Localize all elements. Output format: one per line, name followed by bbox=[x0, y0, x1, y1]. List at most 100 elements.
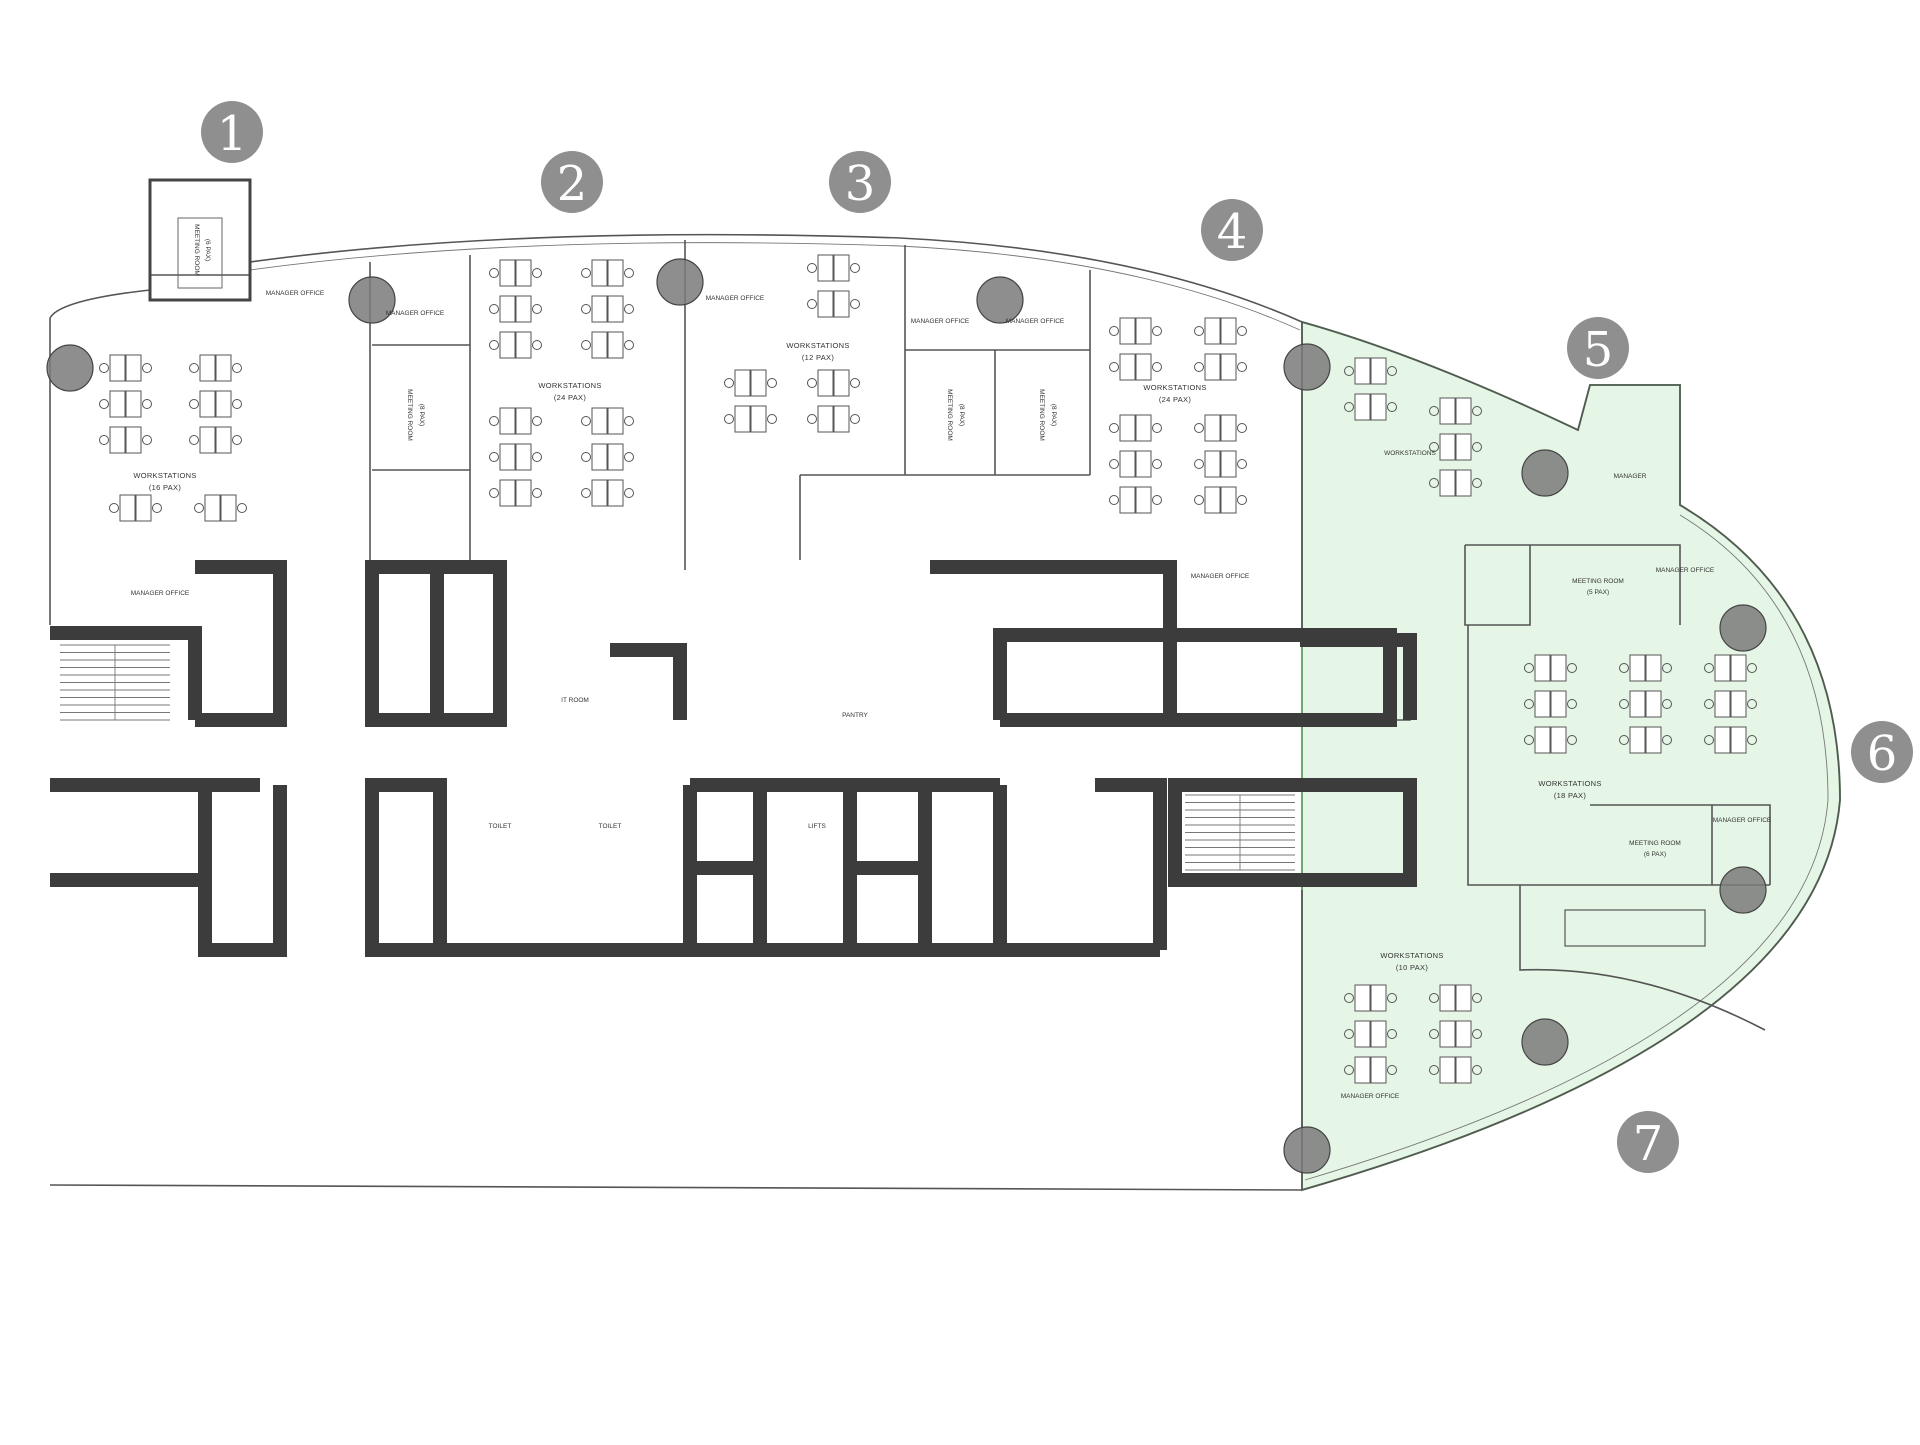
chair bbox=[1524, 735, 1534, 745]
chair bbox=[1704, 699, 1714, 709]
desk bbox=[1730, 654, 1747, 682]
chair bbox=[1344, 1029, 1354, 1039]
columns-layer bbox=[46, 258, 1767, 1174]
desk bbox=[199, 390, 216, 418]
desk bbox=[1455, 1056, 1472, 1084]
desk bbox=[1370, 393, 1387, 421]
label-meeting-room-2: MEETING ROOM bbox=[406, 389, 413, 441]
chair bbox=[1344, 366, 1354, 376]
chair bbox=[1194, 423, 1204, 433]
label-workstations-24a-pax: (24 PAX) bbox=[554, 393, 586, 402]
desk bbox=[591, 259, 608, 287]
desk bbox=[607, 295, 624, 323]
workstation-cluster bbox=[1344, 357, 1397, 421]
label-workstations-16: WORKSTATIONS bbox=[133, 471, 196, 480]
desk bbox=[607, 331, 624, 359]
desk bbox=[1354, 1020, 1371, 1048]
chair bbox=[1152, 459, 1162, 469]
outer-facade-inner bbox=[249, 242, 1301, 331]
label-meeting-room-2-pax: (8 PAX) bbox=[418, 404, 425, 426]
chair bbox=[1472, 406, 1482, 416]
desk bbox=[817, 254, 834, 282]
chair bbox=[1662, 663, 1672, 673]
label-workstations-z5: WORKSTATIONS bbox=[1384, 450, 1436, 457]
chair bbox=[1567, 735, 1577, 745]
chair bbox=[489, 268, 499, 278]
workstation-cluster bbox=[581, 407, 634, 507]
stair-left bbox=[60, 644, 170, 721]
desk bbox=[1135, 450, 1152, 478]
structural-column bbox=[1719, 604, 1767, 652]
chair bbox=[1237, 362, 1247, 372]
chair bbox=[1662, 699, 1672, 709]
label-meeting-room-6-pax: (6 PAX) bbox=[1644, 851, 1666, 858]
desk bbox=[591, 407, 608, 435]
desk bbox=[1629, 690, 1646, 718]
chair bbox=[807, 378, 817, 388]
chair bbox=[532, 304, 542, 314]
desk bbox=[1135, 317, 1152, 345]
chair bbox=[1109, 423, 1119, 433]
chair bbox=[1109, 362, 1119, 372]
zone-marker-6: 6 bbox=[1851, 721, 1913, 783]
desk bbox=[1550, 690, 1567, 718]
desk bbox=[1629, 726, 1646, 754]
chair bbox=[194, 503, 204, 513]
desk bbox=[499, 407, 516, 435]
chair bbox=[532, 416, 542, 426]
label-manager-office-c: MANAGER OFFICE bbox=[131, 590, 190, 597]
chair bbox=[189, 363, 199, 373]
chair bbox=[724, 378, 734, 388]
desk bbox=[1455, 433, 1472, 461]
workstation-cluster bbox=[1344, 984, 1397, 1084]
label-pantry: PANTRY bbox=[842, 712, 868, 719]
desk bbox=[199, 426, 216, 454]
chair bbox=[1344, 993, 1354, 1003]
chair bbox=[1152, 326, 1162, 336]
label-manager-office-f: MANAGER OFFICE bbox=[1006, 318, 1065, 325]
chair bbox=[1194, 459, 1204, 469]
desk bbox=[1714, 654, 1731, 682]
desk bbox=[1550, 654, 1567, 682]
boardroom-table bbox=[1564, 909, 1706, 947]
desk bbox=[1550, 726, 1567, 754]
desk bbox=[1220, 486, 1237, 514]
desk bbox=[1645, 726, 1662, 754]
desk bbox=[215, 354, 232, 382]
desk bbox=[515, 479, 532, 507]
label-manager-office-h: MANAGER OFFICE bbox=[1656, 567, 1715, 574]
chair bbox=[237, 503, 247, 513]
chair bbox=[189, 435, 199, 445]
chair bbox=[142, 363, 152, 373]
workstation-cluster bbox=[1194, 317, 1247, 381]
chair bbox=[1387, 402, 1397, 412]
desk bbox=[591, 295, 608, 323]
desk bbox=[1645, 654, 1662, 682]
chair bbox=[142, 399, 152, 409]
desk bbox=[1119, 353, 1136, 381]
chair bbox=[1567, 663, 1577, 673]
desk bbox=[1135, 353, 1152, 381]
workstation-cluster bbox=[489, 407, 542, 507]
desk bbox=[1534, 690, 1551, 718]
chair bbox=[1429, 1065, 1439, 1075]
desk bbox=[1204, 317, 1221, 345]
chair bbox=[1387, 366, 1397, 376]
desk bbox=[1204, 450, 1221, 478]
workstation-cluster bbox=[1619, 654, 1672, 754]
desk bbox=[734, 369, 751, 397]
workstation-cluster bbox=[1524, 654, 1577, 754]
desk bbox=[1455, 1020, 1472, 1048]
core-walls bbox=[50, 560, 1417, 957]
desk bbox=[1135, 486, 1152, 514]
desk bbox=[817, 290, 834, 318]
desk bbox=[515, 331, 532, 359]
svg-text:1: 1 bbox=[217, 106, 248, 162]
chair bbox=[532, 452, 542, 462]
label-meeting-room-6: MEETING ROOM bbox=[1629, 840, 1681, 847]
structural-column bbox=[348, 276, 396, 324]
desk bbox=[1534, 726, 1551, 754]
chair bbox=[624, 488, 634, 498]
desk bbox=[1220, 317, 1237, 345]
